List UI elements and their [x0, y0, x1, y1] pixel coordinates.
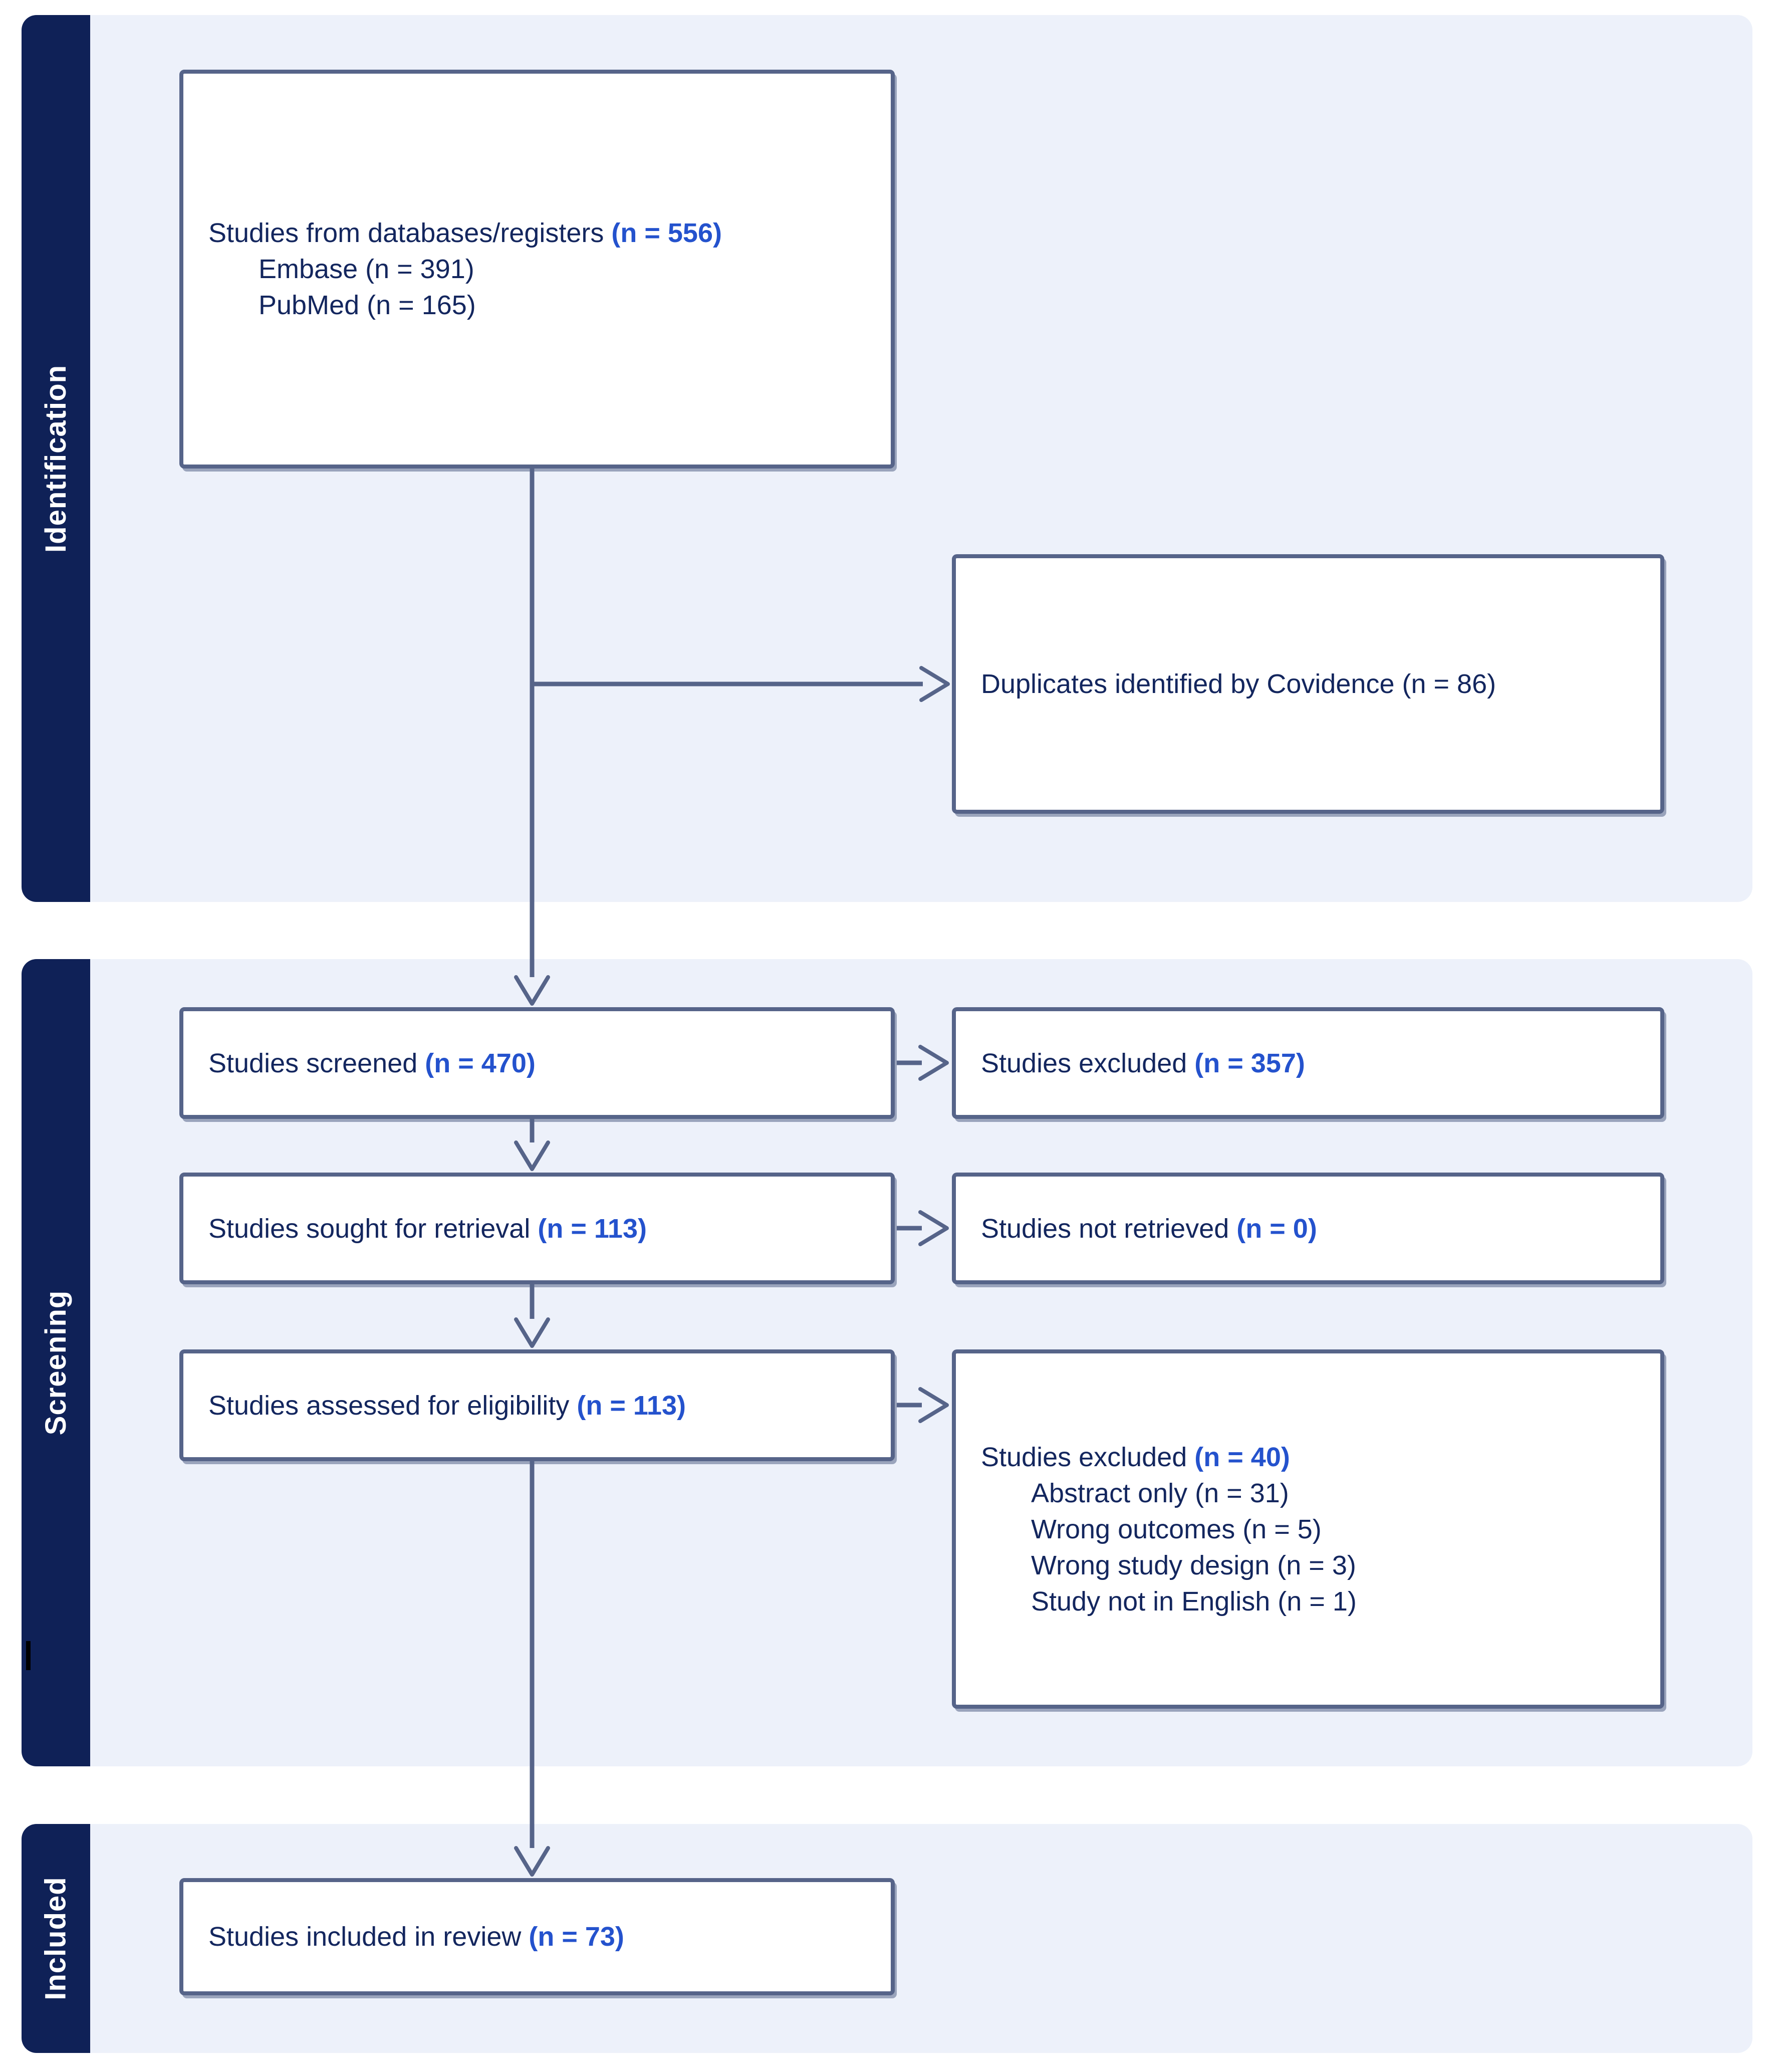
count-badge: (n = 357)	[1194, 1048, 1305, 1078]
count-badge: (n = 40)	[1194, 1442, 1290, 1472]
box-studies-sources: Studies from databases/registers (n = 55…	[179, 70, 895, 469]
identification-sidebar: Identification	[22, 15, 90, 902]
box-main-line: Studies screened (n = 470)	[208, 1045, 876, 1081]
box-duplicates: Duplicates identified by Covidence (n = …	[952, 554, 1664, 814]
box-text: Studies screened	[208, 1048, 425, 1078]
box-studies-assessed: Studies assessed for eligibility (n = 11…	[179, 1349, 895, 1461]
count-badge: (n = 113)	[538, 1213, 647, 1244]
box-text: Studies excluded	[981, 1048, 1195, 1078]
box-main-line: Studies from databases/registers (n = 55…	[208, 215, 876, 251]
box-text: Studies sought for retrieval	[208, 1213, 538, 1244]
box-text: Duplicates identified by Covidence (n = …	[981, 669, 1496, 699]
box-text: Studies excluded	[981, 1442, 1195, 1472]
box-subline: Wrong outcomes (n = 5)	[1031, 1514, 1322, 1544]
count-badge: (n = 470)	[425, 1048, 536, 1078]
box-main-line: Studies assessed for eligibility (n = 11…	[208, 1388, 876, 1424]
count-badge: (n = 113)	[577, 1390, 686, 1421]
box-subline: Study not in English (n = 1)	[1031, 1586, 1357, 1617]
box-text: Studies not retrieved	[981, 1213, 1237, 1244]
box-subline: PubMed (n = 165)	[259, 290, 476, 320]
screening-sidebar: Screening	[22, 959, 90, 1766]
identification-label: Identification	[40, 364, 73, 553]
box-subline: Wrong study design (n = 3)	[1031, 1550, 1356, 1580]
box-studies-not-retrieved: Studies not retrieved (n = 0)	[952, 1173, 1664, 1284]
box-subline: Abstract only (n = 31)	[1031, 1478, 1289, 1508]
box-main-line: Studies excluded (n = 357)	[981, 1045, 1645, 1081]
box-text: Studies from databases/registers	[208, 218, 612, 248]
count-badge: (n = 556)	[611, 218, 722, 248]
box-studies-excluded-screening: Studies excluded (n = 357)	[952, 1007, 1664, 1119]
box-main-line: Studies excluded (n = 40)	[981, 1439, 1645, 1475]
box-text: Studies included in review	[208, 1922, 529, 1952]
box-main-line: Studies included in review (n = 73)	[208, 1919, 876, 1955]
included-sidebar: Included	[22, 1824, 90, 2053]
box-studies-included: Studies included in review (n = 73)	[179, 1878, 895, 1995]
box-studies-excluded-eligibility: Studies excluded (n = 40) Abstract only …	[952, 1349, 1664, 1709]
box-studies-screened: Studies screened (n = 470)	[179, 1007, 895, 1119]
box-subline: Embase (n = 391)	[259, 254, 474, 284]
box-main-line: Duplicates identified by Covidence (n = …	[981, 666, 1645, 702]
screening-label: Screening	[40, 1290, 72, 1436]
included-label: Included	[40, 1877, 72, 2000]
text-cursor-artifact	[26, 1641, 31, 1670]
box-main-line: Studies sought for retrieval (n = 113)	[208, 1211, 876, 1247]
box-main-line: Studies not retrieved (n = 0)	[981, 1211, 1645, 1247]
count-badge: (n = 73)	[529, 1922, 624, 1952]
box-text: Studies assessed for eligibility	[208, 1390, 577, 1421]
count-badge: (n = 0)	[1236, 1213, 1317, 1244]
box-studies-sought: Studies sought for retrieval (n = 113)	[179, 1173, 895, 1284]
